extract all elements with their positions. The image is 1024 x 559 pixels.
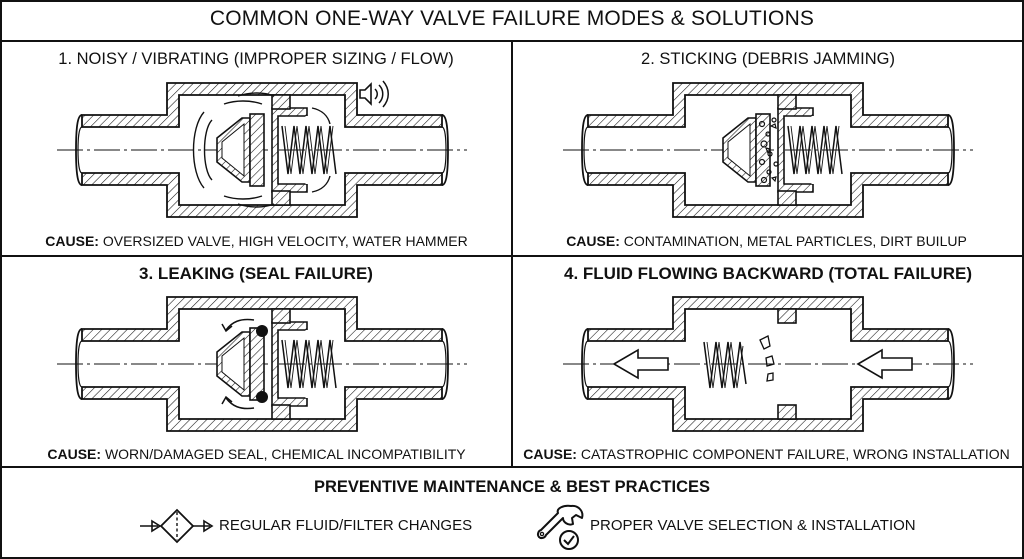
cause-text: WORN/DAMAGED SEAL, CHEMICAL INCOMPATIBIL… xyxy=(104,446,466,462)
panel-2-title: 2. STICKING (DEBRIS JAMMING) xyxy=(641,50,895,68)
valve-backward-flow xyxy=(562,296,974,432)
cause-label: CAUSE: xyxy=(566,233,620,249)
cause-text: CONTAMINATION, METAL PARTICLES, DIRT BUI… xyxy=(623,233,967,249)
best-practice-selection: PROPER VALVE SELECTION & INSTALLATION xyxy=(590,517,916,534)
valve-sticking xyxy=(562,82,974,218)
preventive-heading: PREVENTIVE MAINTENANCE & BEST PRACTICES xyxy=(313,478,711,496)
valve-noisy xyxy=(56,80,468,218)
panel-2-cause: CAUSE: CONTAMINATION, METAL PARTICLES, D… xyxy=(514,233,1019,249)
panel-1-title: 1. NOISY / VIBRATING (IMPROPER SIZING / … xyxy=(58,50,454,68)
page-title: COMMON ONE-WAY VALVE FAILURE MODES & SOL… xyxy=(209,7,815,30)
speaker-icon xyxy=(359,80,389,108)
panel-3-cause: CAUSE: WORN/DAMAGED SEAL, CHEMICAL INCOM… xyxy=(4,446,509,462)
cause-label: CAUSE: xyxy=(523,446,577,462)
cause-text: OVERSIZED VALVE, HIGH VELOCITY, WATER HA… xyxy=(102,233,468,249)
panel-4-cause: CAUSE: CATASTROPHIC COMPONENT FAILURE, W… xyxy=(514,446,1019,462)
panel-3-title: 3. LEAKING (SEAL FAILURE) xyxy=(139,264,373,283)
cause-label: CAUSE: xyxy=(45,233,99,249)
panel-4-title: 4. FLUID FLOWING BACKWARD (TOTAL FAILURE… xyxy=(564,264,972,283)
panel-1-cause: CAUSE: OVERSIZED VALVE, HIGH VELOCITY, W… xyxy=(4,233,509,249)
best-practice-filter: REGULAR FLUID/FILTER CHANGES xyxy=(219,517,473,534)
cause-text: CATASTROPHIC COMPONENT FAILURE, WRONG IN… xyxy=(580,446,1010,462)
wrench-check-icon xyxy=(536,504,584,550)
cause-label: CAUSE: xyxy=(47,446,102,462)
valve-leaking xyxy=(56,296,468,432)
filter-icon xyxy=(140,508,214,544)
